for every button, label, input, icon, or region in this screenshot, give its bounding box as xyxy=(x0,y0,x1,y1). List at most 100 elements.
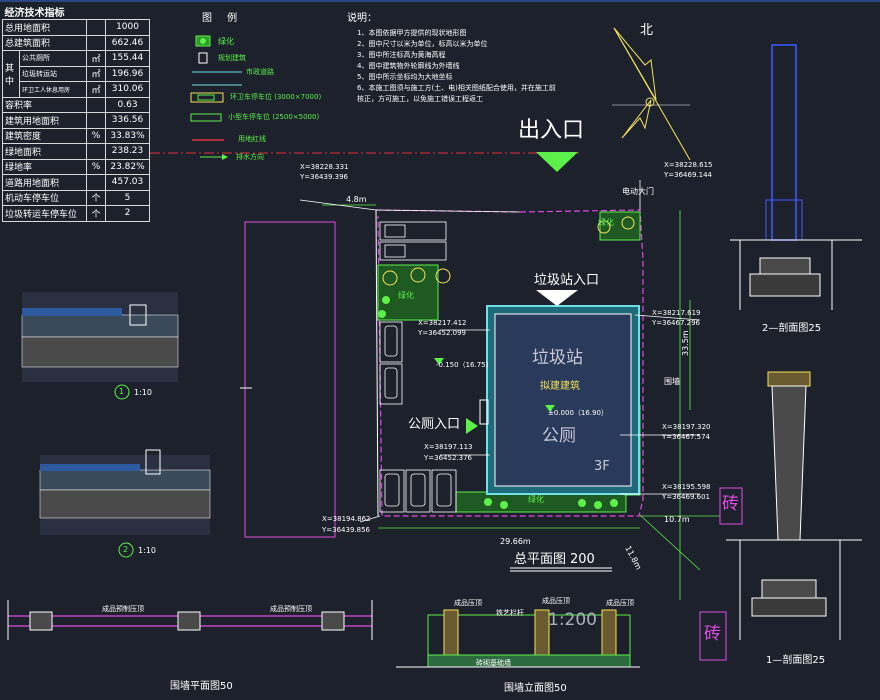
row-unit: 个 xyxy=(86,205,107,222)
elevation-center: ±0.000（16.90） xyxy=(548,409,608,417)
coord-x: X=38228.331 xyxy=(300,163,349,171)
wall-elevation-pillar xyxy=(601,609,617,663)
coord-x: X=38197.320 xyxy=(662,423,711,431)
section-1-curb xyxy=(129,304,147,326)
tree-icon xyxy=(610,499,618,507)
section-2-2-title-text: 2—剖面图 xyxy=(762,323,809,334)
wall-plan-pillar xyxy=(29,611,53,631)
legend-label: 排水方向 xyxy=(236,153,264,161)
section-2-2-title: 2—剖面图25 xyxy=(762,324,821,334)
north-label: 北 xyxy=(640,23,654,38)
tree-icon xyxy=(594,501,602,509)
wall-elevation-drawing xyxy=(396,609,640,668)
legend-drain-arrowhead xyxy=(222,154,228,160)
truck-bay xyxy=(379,241,447,261)
section-1-paving xyxy=(22,308,122,316)
coord-y: Y=36467.574 xyxy=(662,433,710,441)
wall-plan-pillar xyxy=(321,611,345,631)
elevation-left: -0.150（16.75） xyxy=(436,361,493,369)
section-2-label: 2 xyxy=(123,545,129,554)
row-value: 2 xyxy=(105,205,150,222)
building-inner xyxy=(494,313,632,487)
gate-label: 电动大门 xyxy=(622,187,654,196)
car-icon xyxy=(410,473,426,507)
wall-elev-annotation: 成品压顶 xyxy=(454,599,482,607)
note-item: 5、图中所示坐标均为大地坐标 xyxy=(357,73,453,81)
coord-x: X=38197.113 xyxy=(424,443,473,451)
dim-right-bottom: 10.7m xyxy=(664,515,690,524)
row-label: 垃圾转运站 xyxy=(18,65,88,82)
wall-plan-annotation: 成品预制压顶 xyxy=(270,605,312,613)
legend-sanitation-truck-icon xyxy=(197,94,215,101)
main-building xyxy=(479,305,640,495)
note-item: 核正，方可施工，以免施工错误工程返工 xyxy=(357,95,483,103)
table-row: 容积率 0.63 xyxy=(1,96,150,113)
tree-icon xyxy=(382,270,398,286)
note-item: 2、图中尺寸以米为单位，标高以米为单位 xyxy=(357,40,488,48)
coord-y: Y=36439.396 xyxy=(300,173,348,181)
station-entrance-arrow xyxy=(536,290,578,306)
tree-icon xyxy=(578,499,586,507)
coord-y: Y=36452.099 xyxy=(418,329,466,337)
tree-icon xyxy=(378,310,386,318)
table-row: 垃圾转运车停车位 个 2 xyxy=(1,205,150,222)
floors-label: 3F xyxy=(594,459,610,474)
section-2-2-scale: 25 xyxy=(808,323,822,334)
pillar-2-2-shaft xyxy=(771,44,797,241)
wall-elevation-title: 围墙立面图50 xyxy=(504,684,567,694)
legend-label: 规划建筑 xyxy=(218,54,246,62)
exit-entrance-arrow xyxy=(536,152,578,172)
car-icon xyxy=(384,473,400,507)
wall-plan-title: 围墙平面图50 xyxy=(170,682,233,692)
wall-plan-annotation: 成品预制压顶 xyxy=(102,605,144,613)
tree-icon xyxy=(484,498,492,506)
wall-plan-title-text: 围墙平面图 xyxy=(170,681,220,692)
notes-title: 说明： xyxy=(347,13,377,24)
north-arrow xyxy=(612,27,691,161)
elevation-marker-center xyxy=(545,405,555,412)
wall-elev-overlay-scale: 1:200 xyxy=(548,610,597,630)
parking-bay xyxy=(379,321,403,363)
section-1-1-scale: 25 xyxy=(812,655,826,666)
wall-elev-annotation: 成品压顶 xyxy=(542,597,570,605)
note-item: 6、本施工图须与施工方(土、电)相关图纸配合使用，并在施工前 xyxy=(357,84,556,92)
wall-elevation-pillar xyxy=(443,609,459,663)
leader-line xyxy=(634,314,701,321)
detail-section-1 xyxy=(21,292,179,400)
brick-marker-box-2 xyxy=(699,611,727,661)
section-1-1-title: 1—剖面图25 xyxy=(766,656,825,666)
note-item: 4、图中建筑物外轮廓线为外墙线 xyxy=(357,62,460,70)
adjacent-lot xyxy=(244,221,336,538)
coord-x: X=38217.412 xyxy=(418,319,467,327)
coord-y: Y=36467.296 xyxy=(652,319,700,327)
coord-x: X=38228.615 xyxy=(664,161,713,169)
car-parking-west xyxy=(379,321,403,405)
greening-label-nw: 绿化 xyxy=(398,291,414,300)
north-arrow-center xyxy=(645,97,655,107)
site-boundary xyxy=(240,209,644,538)
section-1-1-drawing xyxy=(726,371,862,640)
section-2-layer-b xyxy=(39,489,211,519)
section-1-marker xyxy=(114,384,130,400)
legend-car-parking-swatch xyxy=(190,113,222,122)
toilet-entrance-label: 公厕入口 xyxy=(408,417,461,432)
leader-line xyxy=(299,199,377,211)
section-2-layer-a xyxy=(39,469,211,491)
pillar-1-1-footing xyxy=(761,579,817,599)
building-name-1: 垃圾站 xyxy=(532,348,583,368)
table-row: 其中 公共厕所 ㎡ 155.44 xyxy=(2,50,150,98)
legend-label: 用地红线 xyxy=(238,135,266,143)
wall-plan-pillar xyxy=(177,611,201,631)
wall-elev-annotation: 成品压顶 xyxy=(606,599,634,607)
section-2-paving xyxy=(40,464,140,471)
tree-icon xyxy=(410,267,426,283)
truck-icon xyxy=(384,244,406,258)
tree-icon xyxy=(597,220,611,234)
legend-label: 小型车停车位 (2500×5000) xyxy=(228,113,320,121)
north-arrow-axis xyxy=(613,27,691,161)
table-row: 绿地率 % 23.82% xyxy=(1,158,150,175)
parking-bay xyxy=(405,469,431,513)
dim-bottom: 29.66m xyxy=(500,537,531,546)
